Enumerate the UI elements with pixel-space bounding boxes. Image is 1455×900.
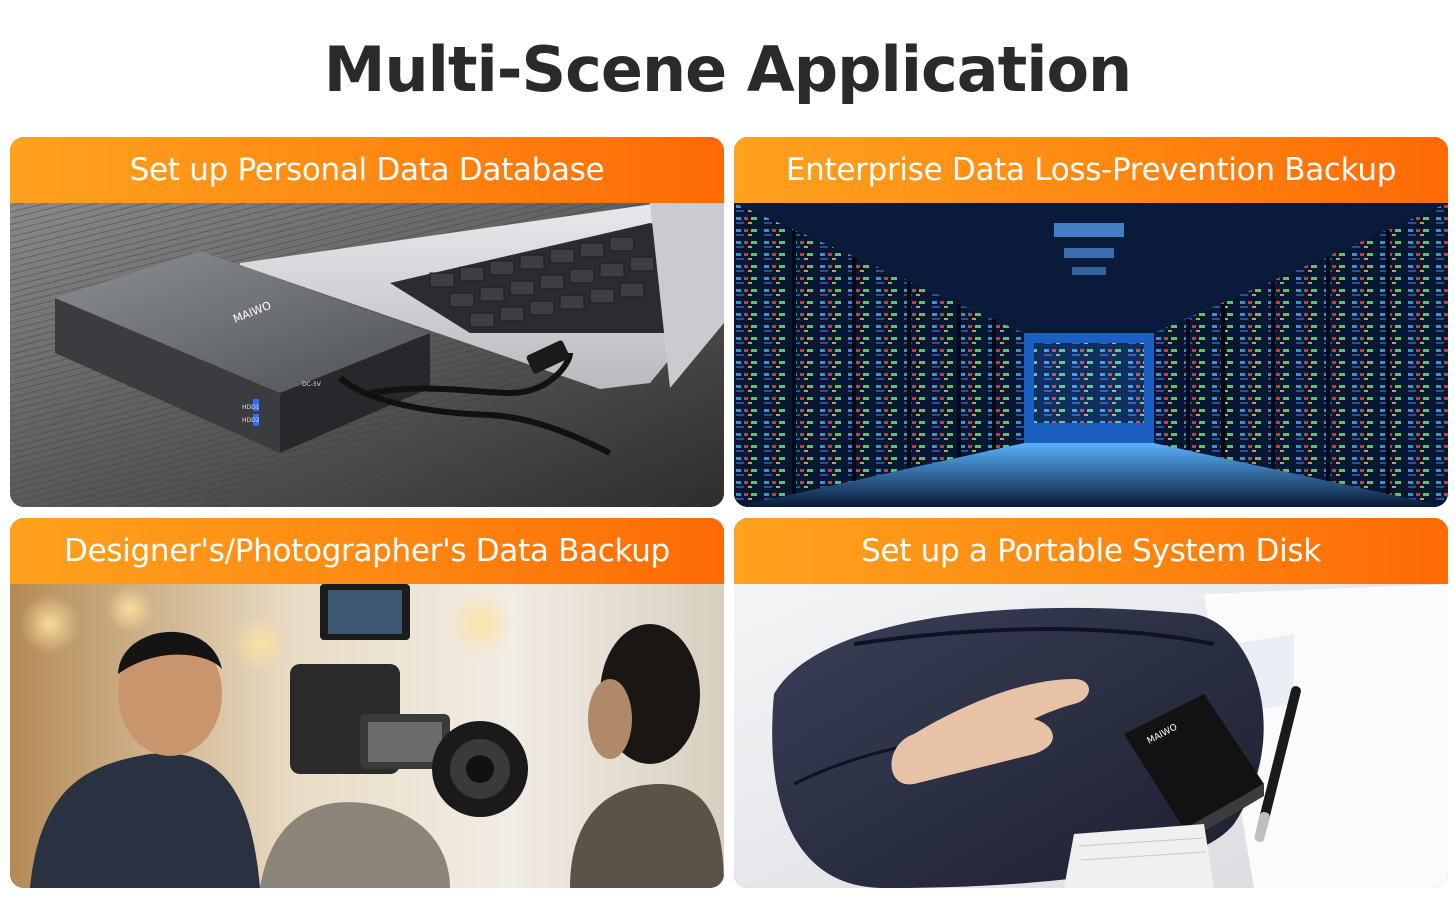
scene-card-photographer-backup: Designer's/Photographer's Data Backup (10, 518, 724, 888)
card-header: Enterprise Data Loss-Prevention Backup (734, 137, 1448, 203)
bag-drive-photo: MAIWO (734, 584, 1448, 888)
server-room-photo (734, 203, 1448, 507)
laptop-drive-photo: MAIWO HDD1 HDD2 DC-5V (10, 203, 724, 507)
laptop-drive-illustration: MAIWO HDD1 HDD2 DC-5V (10, 203, 724, 507)
page-title: Multi-Scene Application (323, 33, 1132, 106)
card-header: Set up Personal Data Database (10, 137, 724, 203)
scene-card-portable-system-disk: Set up a Portable System Disk (734, 518, 1448, 888)
film-crew-illustration (10, 584, 724, 888)
svg-text:HDD1: HDD1 (242, 404, 260, 411)
scene-card-enterprise-backup: Enterprise Data Loss-Prevention Backup (734, 137, 1448, 507)
film-crew-photo (10, 584, 724, 888)
server-room-illustration (734, 203, 1448, 507)
card-header: Set up a Portable System Disk (734, 518, 1448, 584)
card-header: Designer's/Photographer's Data Backup (10, 518, 724, 584)
svg-text:DC-5V: DC-5V (302, 381, 322, 388)
bag-drive-illustration: MAIWO (734, 584, 1448, 888)
svg-text:HDD2: HDD2 (242, 417, 260, 424)
scene-card-personal-database: Set up Personal Data Database (10, 137, 724, 507)
